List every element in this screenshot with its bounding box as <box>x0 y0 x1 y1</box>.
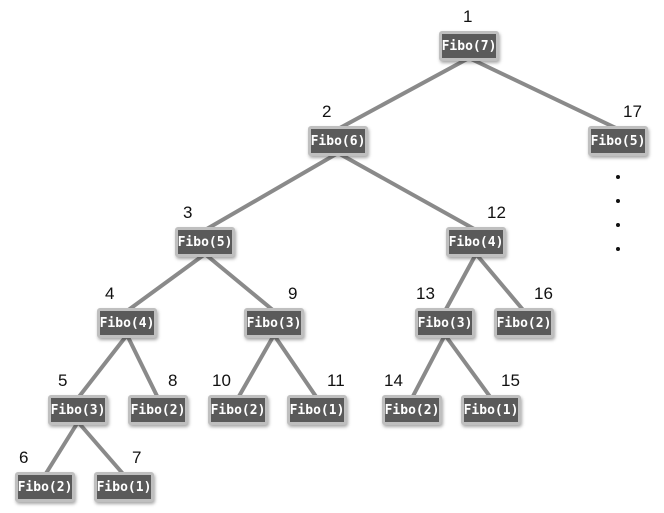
call-order-label-n4: 4 <box>105 284 115 303</box>
fibo-node-n4: Fibo(4) <box>97 308 157 338</box>
fibo-node-n5: Fibo(3) <box>48 395 108 425</box>
call-order-label-n5: 5 <box>58 371 68 390</box>
continuation-dot <box>616 199 620 203</box>
call-order-label-n15: 15 <box>501 371 520 390</box>
edge-n9-n10 <box>236 333 276 400</box>
call-order-label-n10: 10 <box>212 371 231 390</box>
edge-n3-n9 <box>203 252 276 313</box>
edge-n1-n2 <box>336 56 471 131</box>
fibo-node-n11: Fibo(1) <box>287 395 347 425</box>
call-order-label-n8: 8 <box>168 371 178 390</box>
edge-n13-n15 <box>443 333 493 400</box>
continuation-dot <box>616 175 620 179</box>
call-order-label-n11: 11 <box>327 371 345 390</box>
edge-n1-n17 <box>467 56 620 131</box>
call-order-label-n12: 12 <box>487 203 506 222</box>
fibo-node-n7: Fibo(1) <box>94 472 154 502</box>
fibo-node-n6: Fibo(2) <box>15 472 75 502</box>
fibo-node-n3: Fibo(5) <box>175 227 235 257</box>
call-order-label-n6: 6 <box>19 448 29 467</box>
call-order-label-n13: 13 <box>416 284 435 303</box>
fibo-node-n12: Fibo(4) <box>446 227 506 257</box>
call-order-label-n9: 9 <box>288 284 298 303</box>
fibo-node-n1: Fibo(7) <box>439 31 499 61</box>
fibo-node-n16: Fibo(2) <box>494 308 554 338</box>
fibo-node-n17: Fibo(5) <box>588 126 648 156</box>
fibo-node-n15: Fibo(1) <box>461 395 521 425</box>
edge-n2-n12 <box>336 151 478 232</box>
call-order-label-n1: 1 <box>463 7 473 26</box>
call-order-label-n16: 16 <box>534 284 553 303</box>
edge-n12-n16 <box>474 252 526 313</box>
edge-n2-n3 <box>203 151 340 232</box>
fibo-node-n8: Fibo(2) <box>128 395 188 425</box>
edge-n3-n4 <box>125 252 207 313</box>
fibo-node-n2: Fibo(6) <box>308 126 368 156</box>
edge-n5-n7 <box>76 420 126 477</box>
edge-n12-n13 <box>443 252 478 313</box>
fibo-node-n9: Fibo(3) <box>244 308 304 338</box>
call-order-label-n14: 14 <box>384 371 403 390</box>
edge-n13-n14 <box>410 333 447 400</box>
edge-n4-n5 <box>76 333 129 400</box>
call-order-label-n3: 3 <box>183 203 193 222</box>
edge-n4-n8 <box>125 333 160 400</box>
fibo-node-n14: Fibo(2) <box>382 395 442 425</box>
fibo-node-n10: Fibo(2) <box>208 395 268 425</box>
continuation-dot <box>616 223 620 227</box>
edge-n9-n11 <box>272 333 319 400</box>
call-order-label-n2: 2 <box>322 102 332 121</box>
continuation-dot <box>616 247 620 251</box>
edge-n5-n6 <box>43 420 80 477</box>
fibo-node-n13: Fibo(3) <box>415 308 475 338</box>
call-order-label-n17: 17 <box>623 102 642 121</box>
call-order-label-n7: 7 <box>132 448 142 467</box>
